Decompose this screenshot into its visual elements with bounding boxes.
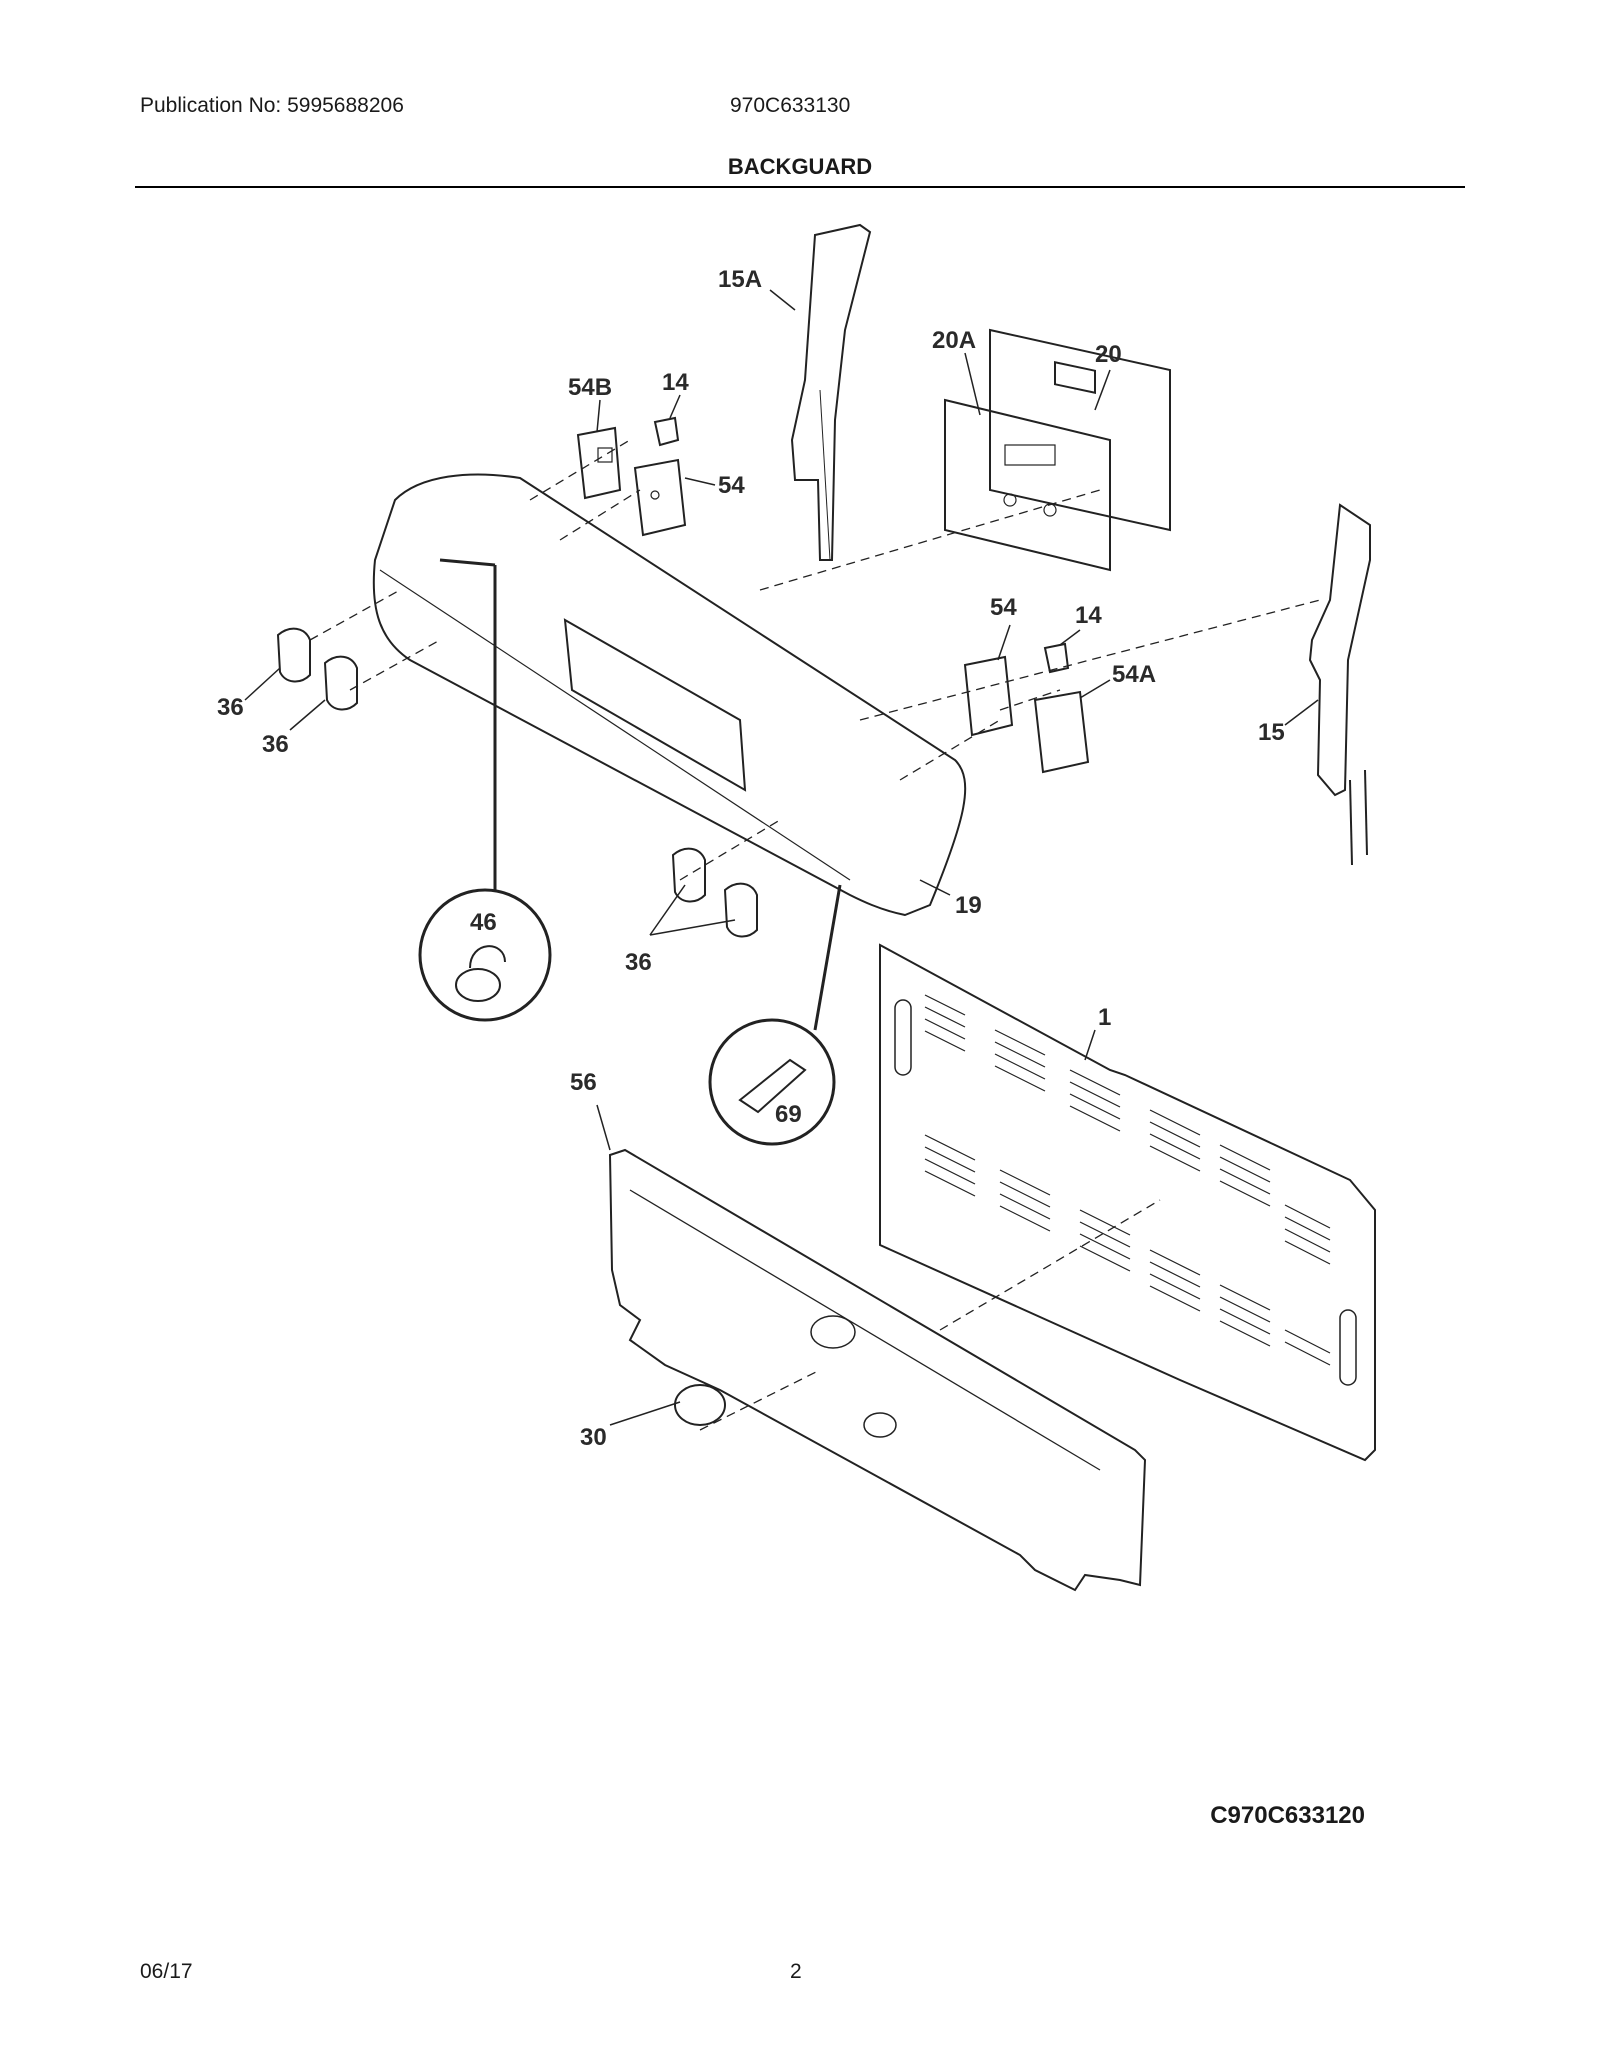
page-number: 2: [790, 1960, 802, 1983]
rear-vent-panel-1: [879, 943, 1376, 1462]
indicator-light-14-upper: [653, 416, 680, 447]
knob-36-a: [276, 627, 311, 683]
callout-36-c: 36: [625, 949, 652, 976]
section-title: BACKGUARD: [727, 154, 873, 179]
right-side-bracket-15: [1308, 503, 1371, 866]
plug-30: [674, 1384, 726, 1426]
switch-54A: [1033, 690, 1090, 774]
callout-30: 30: [580, 1424, 607, 1451]
callout-15: 15: [1258, 719, 1285, 746]
callout-69: 69: [775, 1101, 802, 1128]
assembly-guide-lines: [309, 439, 1321, 1431]
header-rule: [135, 186, 1465, 188]
callout-36-a: 36: [217, 694, 244, 721]
lower-bracket-56: [608, 1148, 1147, 1592]
callout-36-b: 36: [262, 731, 289, 758]
callout-54A: 54A: [1112, 661, 1156, 688]
indicator-light-14-lower: [1043, 642, 1070, 674]
knob-36-c: [671, 847, 706, 903]
leader-lines: [244, 289, 1319, 1426]
switch-54-lower: [963, 655, 1014, 737]
knob-36-d: [723, 882, 758, 938]
callout-54B: 54B: [568, 374, 612, 401]
callout-46: 46: [470, 909, 497, 936]
callout-20: 20: [1095, 341, 1122, 368]
control-overlay-20A: [944, 398, 1111, 572]
callout-20A: 20A: [932, 327, 976, 354]
callout-54-upper: 54: [718, 472, 745, 499]
callout-54-lower: 54: [990, 594, 1017, 621]
control-board-20: [989, 328, 1171, 532]
callout-19: 19: [955, 892, 982, 919]
publication-number: Publication No: 5995688206: [140, 94, 404, 117]
switch-54-upper: [633, 458, 687, 537]
callout-14-lower: 14: [1075, 602, 1102, 629]
detail-circle-69: [708, 884, 842, 1146]
detail-circle-46: [418, 558, 552, 1022]
callout-56: 56: [570, 1069, 597, 1096]
switch-54B: [576, 426, 622, 500]
knob-36-b: [323, 655, 358, 711]
footer-date: 06/17: [140, 1960, 193, 1983]
left-side-bracket-15A: [790, 223, 872, 561]
model-number: 970C633130: [730, 94, 851, 117]
callout-15A: 15A: [718, 266, 762, 293]
backguard-panel-19: [372, 473, 967, 917]
callout-1: 1: [1098, 1004, 1111, 1031]
diagram-code: C970C633120: [1210, 1802, 1365, 1829]
callout-14-upper: 14: [662, 369, 689, 396]
